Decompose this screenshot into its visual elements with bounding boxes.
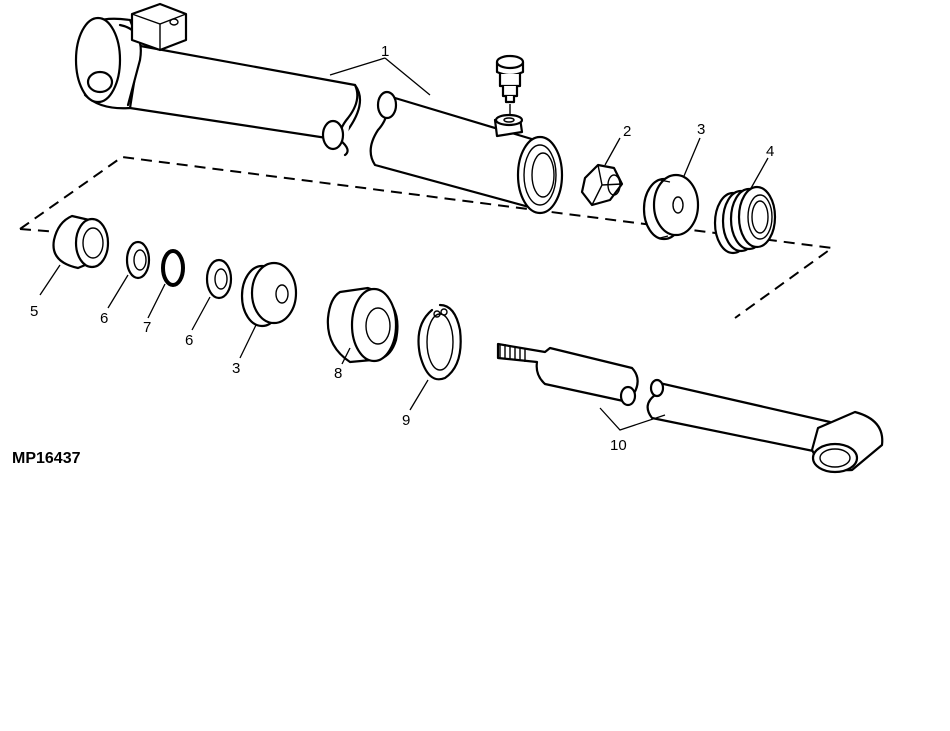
cylinder-barrel-right — [369, 90, 564, 215]
callout-6-b: 6 — [185, 332, 193, 349]
washer-a — [125, 240, 151, 280]
piston-rod-right — [646, 378, 884, 474]
leader-lines — [39, 57, 769, 431]
o-ring — [161, 249, 185, 287]
cylinder-barrel-left — [74, 2, 362, 157]
piston-rod-left — [496, 342, 639, 407]
dashed-assembly-outline-left — [19, 228, 59, 233]
callout-7: 7 — [143, 319, 151, 336]
piston-top — [642, 173, 700, 241]
grease-fitting — [495, 54, 525, 115]
callout-6-a: 6 — [100, 310, 108, 327]
piston-bottom — [240, 261, 298, 328]
callout-10: 10 — [610, 437, 627, 454]
gland — [326, 286, 399, 364]
callout-3-bottom: 3 — [232, 360, 240, 377]
callout-4: 4 — [766, 143, 774, 160]
dashed-assembly-outline — [19, 155, 835, 319]
callout-1: 1 — [381, 43, 389, 60]
callout-3-top: 3 — [697, 121, 705, 138]
snap-ring — [417, 303, 462, 381]
hex-nut — [580, 163, 624, 207]
bushing — [52, 214, 110, 270]
callout-2: 2 — [623, 123, 631, 140]
callout-8: 8 — [334, 365, 342, 382]
callout-9: 9 — [402, 412, 410, 429]
callout-5: 5 — [30, 303, 38, 320]
packing-set — [713, 185, 777, 255]
figure-id: MP16437 — [12, 450, 81, 467]
washer-b — [205, 258, 233, 300]
